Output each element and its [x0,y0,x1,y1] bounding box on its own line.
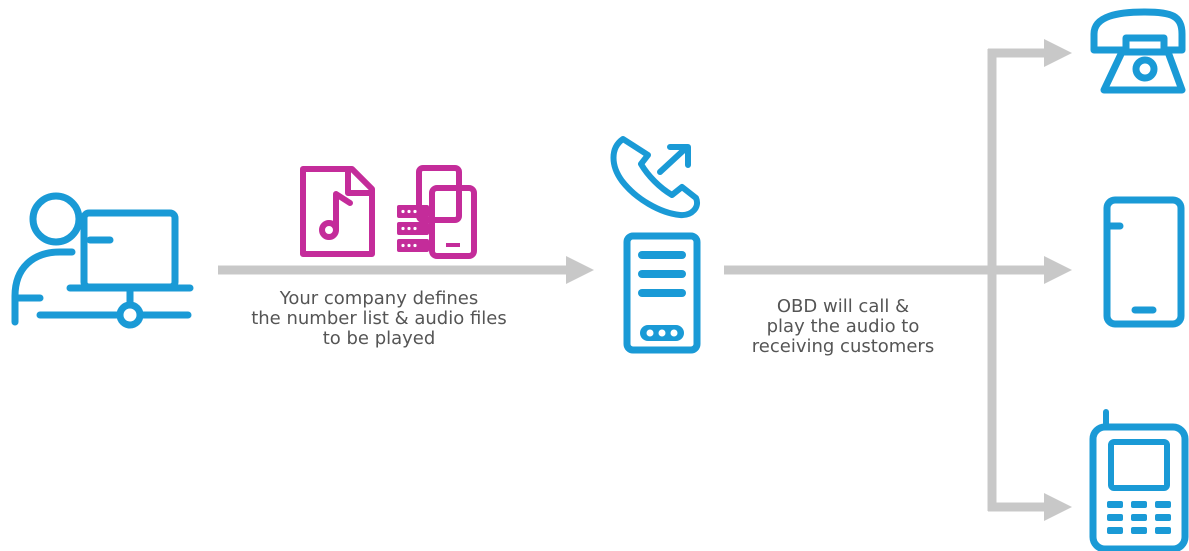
landline-phone-icon [1090,8,1186,94]
obd-caption-line-3: receiving customers [751,336,935,357]
user-computer-icon [11,192,194,329]
obd-caption: OBD will call & play the audio to receiv… [713,297,973,357]
outgoing-call-icon [610,136,700,219]
server-devices-icon [397,165,477,259]
obd-caption-line-2: play the audio to [766,316,920,337]
company-caption-line-1: Your company defines [279,288,479,309]
arrow-server-to-customers [724,39,1072,521]
arrow-company-to-server [218,256,594,284]
company-caption: Your company defines the number list & a… [229,289,529,349]
server-icon [623,232,701,354]
company-caption-line-2: the number list & audio files [251,308,507,329]
audio-file-icon [300,166,375,257]
company-caption-line-3: to be played [322,328,436,349]
obd-caption-line-1: OBD will call & [776,296,910,317]
smartphone-icon [1103,196,1185,328]
feature-phone-icon [1089,409,1189,551]
